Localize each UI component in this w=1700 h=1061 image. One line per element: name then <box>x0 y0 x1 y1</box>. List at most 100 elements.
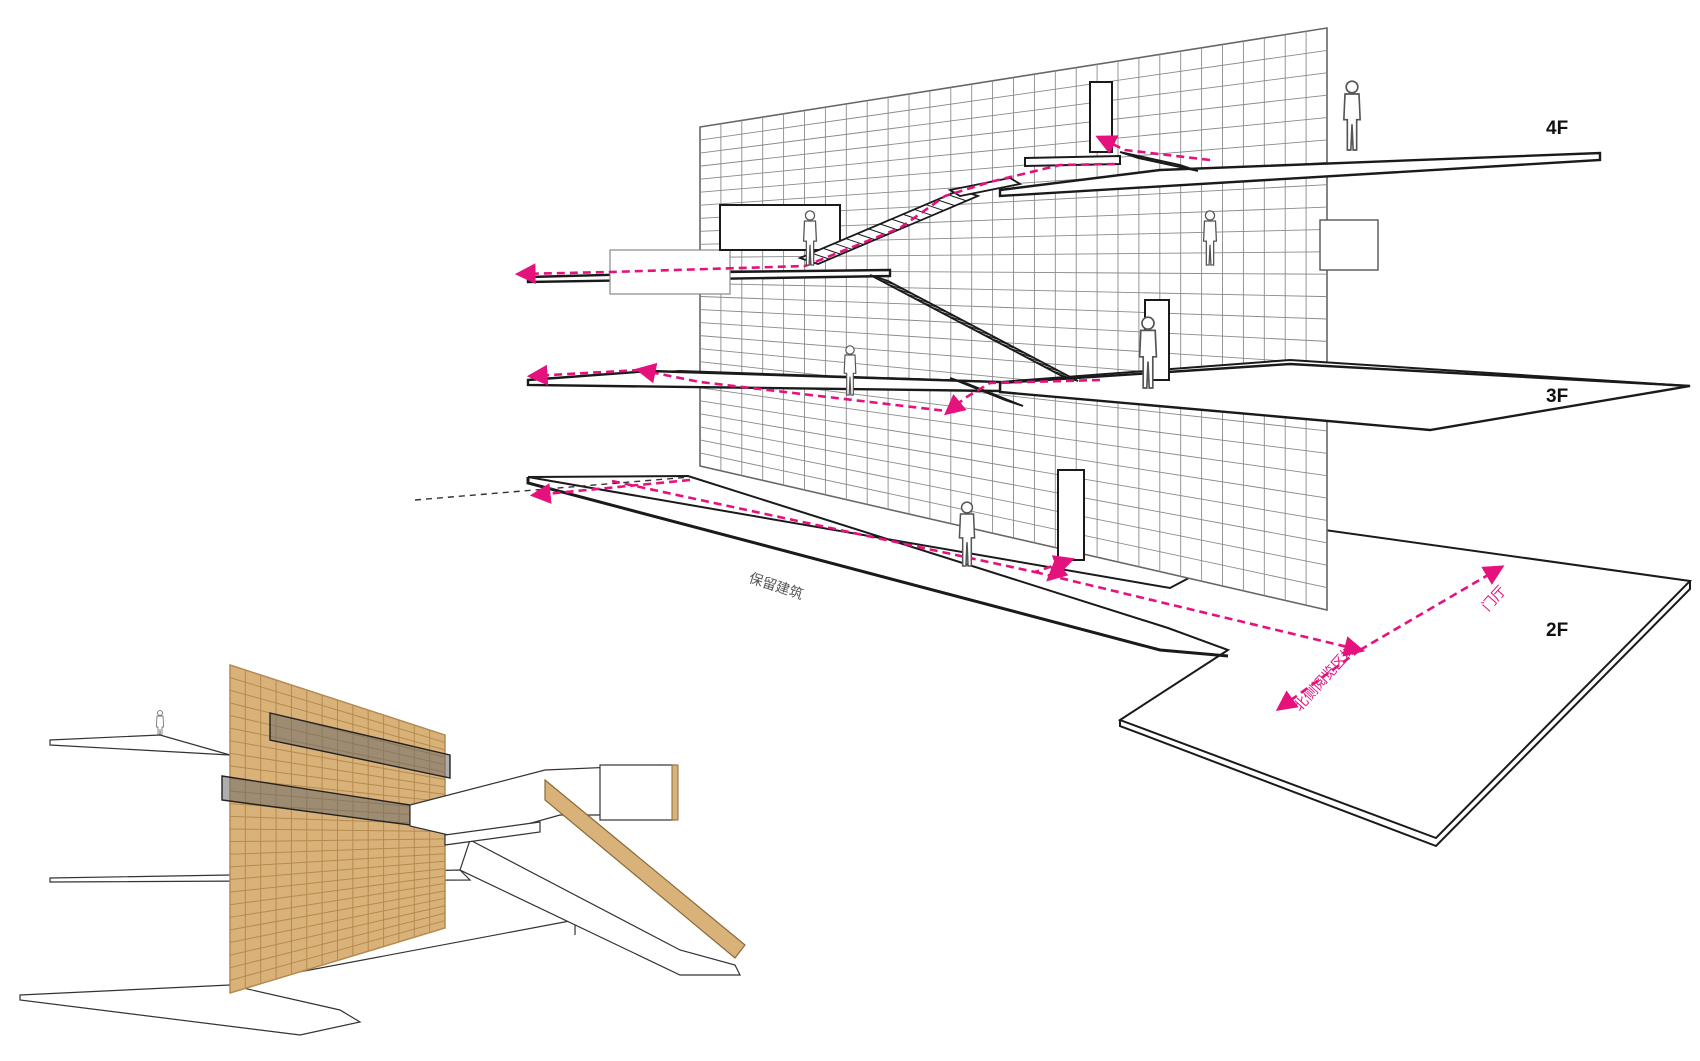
grid-wall-row <box>699 117 1328 180</box>
perspective-ground <box>19 984 362 1036</box>
grid-wall-row <box>699 72 1328 154</box>
figure-4f-body <box>1342 93 1362 151</box>
stair-flight-4f-step <box>834 242 853 250</box>
stair-flight-top-step <box>1149 158 1169 165</box>
grid-wall-row <box>699 426 1328 544</box>
stair-flight-3f-step <box>959 381 978 389</box>
stair-flight-main-step <box>1016 351 1035 359</box>
figure-4f-ghost <box>1202 210 1218 266</box>
path-4f-west <box>514 162 1116 285</box>
stair-flight-4f-step <box>936 199 956 207</box>
path-3f-east <box>943 378 1101 416</box>
timber-row <box>229 845 446 855</box>
timber-row <box>229 882 446 918</box>
stair-flight-4f-step <box>902 213 922 221</box>
stair-flight-main-step <box>878 279 897 287</box>
perspective-view <box>19 663 746 1036</box>
grid-wall-row <box>699 387 1328 477</box>
figure-4f-ghost-head <box>1204 210 1216 221</box>
timber-row <box>229 740 446 781</box>
timber-row <box>229 920 446 981</box>
path-entrance-hall <box>1359 565 1505 652</box>
stair-flights <box>797 151 1199 407</box>
stair-flight-top-step <box>1129 153 1149 161</box>
stair-flight-4f-step <box>868 228 887 236</box>
grid-wall-row <box>699 361 1328 432</box>
path-2f-north <box>1034 570 1366 657</box>
figure-4f-west-body <box>802 220 818 266</box>
perspective-slab-upper <box>49 734 231 756</box>
stair-flight-main-step <box>930 306 949 314</box>
stair-flight-4f-step <box>948 194 967 202</box>
timber-row <box>229 838 446 843</box>
figure-2f-head <box>960 501 974 514</box>
path-north-reading <box>1275 648 1361 712</box>
timber-row <box>229 765 446 795</box>
grid-wall-row <box>699 49 1328 141</box>
grid-wall-row <box>699 452 1328 589</box>
door-4f <box>1089 81 1113 153</box>
grid-wall-row <box>699 296 1328 320</box>
stair-flight-4f-step <box>856 233 876 241</box>
stair-flight-main-step <box>982 333 1001 341</box>
floor-label-2f: 2F <box>1546 620 1568 641</box>
stair-flight-main-step <box>921 301 940 309</box>
stair-flight-top-step <box>1159 160 1179 168</box>
timber-row <box>229 677 446 743</box>
floor-slab-2f-edge <box>1119 581 1691 848</box>
timber-row <box>229 689 446 751</box>
stair-flight-perspective <box>459 839 741 976</box>
stair-flight-main-step <box>947 315 966 323</box>
figure-3f-west-head <box>845 345 855 355</box>
stair-flight-top-step <box>1139 155 1159 163</box>
stair-flight-3f-step <box>986 392 1005 400</box>
floor-label-4f: 4F <box>1546 118 1568 139</box>
stair-flight-main-step <box>887 283 906 291</box>
stair-landing-4f <box>947 177 1023 197</box>
stair-flight-main-step <box>964 324 984 332</box>
stair-flight-4f-step <box>845 238 864 246</box>
stair-flight-3f-step <box>995 395 1014 403</box>
stair-flight-main-step <box>956 319 975 327</box>
floor-label-3f: 3F <box>1546 386 1568 407</box>
figure-3f-door-body <box>1138 329 1158 389</box>
grid-wall-row <box>699 400 1328 499</box>
timber-row <box>229 912 446 969</box>
timber-row <box>229 868 446 893</box>
figure-4f-west <box>802 210 818 266</box>
grid-wall-row <box>699 322 1328 365</box>
timber-row <box>229 828 446 832</box>
timber-handrail <box>544 778 746 959</box>
timber-row <box>229 897 446 944</box>
stair-flight-main-step <box>938 310 958 318</box>
mid-landing-perspective <box>444 821 541 846</box>
stair-flight-main-step <box>895 288 915 296</box>
figure-4f-west-head <box>804 210 816 221</box>
figure-4f-head <box>1345 80 1359 94</box>
stair-flight-main-step <box>990 338 1010 346</box>
stair-flight-top-step <box>1169 162 1189 170</box>
grid-wall-row <box>699 413 1328 521</box>
grid-wall-row <box>699 283 1328 298</box>
door-2f <box>1057 469 1085 561</box>
east-box <box>1319 219 1379 271</box>
upper-box-timber <box>671 764 679 821</box>
floor-slab-4f <box>998 151 1602 198</box>
figure-2f-body <box>958 513 976 567</box>
stair-flight-3f-step <box>968 384 987 392</box>
figure-perspective-upper-head <box>157 710 163 716</box>
path-3f-mid <box>634 362 956 414</box>
window-opening-west <box>719 204 841 251</box>
path-3f-west <box>526 364 641 386</box>
figure-4f-ghost-body <box>1202 220 1218 266</box>
grid-wall-row <box>699 94 1328 167</box>
retained-building-outline <box>414 476 691 501</box>
stair-flight-main-step <box>1033 360 1053 368</box>
path-4f-top <box>1095 135 1211 162</box>
timber-row <box>229 875 446 906</box>
stair-flight-main-step <box>1042 365 1061 373</box>
grid-wall-row <box>699 139 1328 193</box>
stair-flight-4f-step <box>822 247 842 255</box>
